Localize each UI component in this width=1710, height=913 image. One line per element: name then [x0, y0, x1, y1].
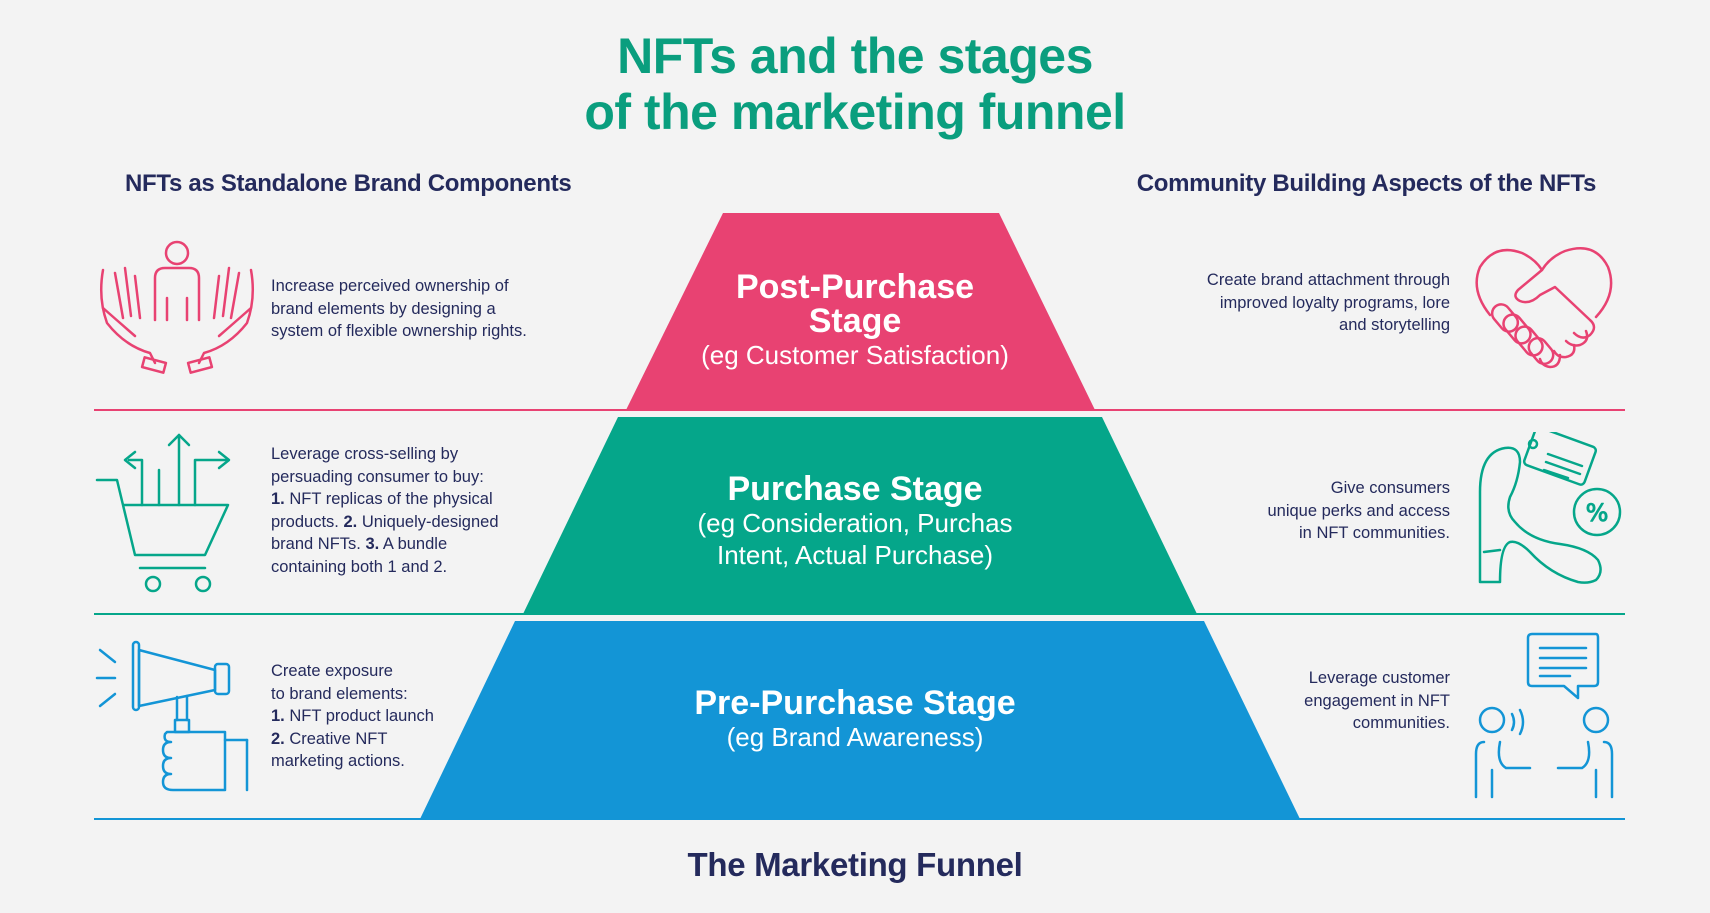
desc-line: engagement in NFT — [1304, 691, 1450, 710]
stage-name: Purchase Stage — [727, 470, 983, 508]
desc-line: 2. Creative NFT — [271, 728, 561, 751]
stage-name: Pre-Purchase Stage — [694, 684, 1016, 722]
desc-line: 1. NFT product launch — [271, 705, 561, 728]
list-number: 2. — [343, 512, 358, 531]
stage-name: Post-Purchase — [735, 268, 975, 306]
desc-line: products. 2. Uniquely-designed — [271, 511, 561, 534]
list-number: 3. — [365, 535, 380, 553]
desc-line: to brand elements: — [271, 684, 408, 703]
desc-text: products. — [271, 512, 344, 531]
hands-holding-person-icon — [99, 240, 255, 374]
people-chat-icon — [1474, 632, 1614, 799]
desc-line: persuading consumer to buy: — [271, 467, 484, 486]
post-purchase-trapezoid — [626, 213, 1095, 410]
desc-line: communities. — [1352, 714, 1450, 732]
list-number: 1. — [271, 707, 285, 725]
purchase-stage-label: Purchase Stage (eg Consideration, Purcha… — [0, 472, 1710, 570]
page-title: NFTs and the stages of the marketing fun… — [0, 28, 1710, 140]
pre-purchase-trapezoid — [420, 621, 1300, 819]
purchase-trapezoid — [523, 417, 1197, 614]
left-pre-description: Create exposure to brand elements: 1. NF… — [271, 660, 561, 773]
handshake-heart-icon — [1475, 247, 1613, 369]
stage-name-2: Stage — [808, 302, 902, 340]
desc-text: NFT product launch — [284, 707, 434, 725]
svg-text:%: % — [1586, 499, 1609, 527]
right-purchase-description: Give consumers unique perks and access i… — [1150, 477, 1450, 545]
title-line-1: NFTs and the stages — [617, 28, 1093, 84]
right-post-description: Create brand attachment through improved… — [1150, 269, 1450, 337]
pre-purchase-stage-label: Pre-Purchase Stage (eg Brand Awareness) — [0, 686, 1710, 752]
desc-line: improved loyalty programs, lore — [1219, 293, 1450, 312]
title-line-2: of the marketing funnel — [584, 84, 1126, 140]
desc-text: Creative NFT — [284, 729, 388, 748]
list-number: 1. — [271, 490, 285, 508]
desc-line: Create brand attachment through — [1206, 271, 1450, 289]
desc-line: marketing actions. — [271, 752, 405, 770]
stage-subtitle-2: Intent, Actual Purchase) — [716, 540, 994, 570]
stage-subtitle: (eg Customer Satisfaction) — [701, 340, 1009, 370]
desc-line: Create exposure — [271, 662, 393, 680]
desc-text: A bundle — [379, 535, 448, 553]
right-column-heading: Community Building Aspects of the NFTs — [1136, 170, 1597, 197]
desc-line: 1. NFT replicas of the physical — [271, 488, 561, 511]
desc-line: containing both 1 and 2. — [271, 557, 448, 576]
desc-line: system of flexible ownership rights. — [271, 322, 527, 340]
desc-line: and storytelling — [1339, 316, 1450, 334]
desc-text: NFT replicas of the physical — [284, 490, 493, 508]
desc-text: brand NFTs. — [271, 535, 366, 553]
desc-line: unique perks and access — [1267, 501, 1450, 520]
left-post-description: Increase perceived ownership of brand el… — [271, 275, 561, 343]
stage-subtitle: (eg Brand Awareness) — [726, 722, 984, 752]
stage-subtitle: (eg Consideration, Purchas — [697, 508, 1013, 538]
left-purchase-description: Leverage cross-selling by persuading con… — [271, 443, 561, 578]
funnel-caption: The Marketing Funnel — [687, 846, 1023, 883]
shopping-cart-arrows-icon — [95, 433, 231, 593]
desc-text: Uniquely-designed — [357, 512, 499, 531]
post-purchase-stage-label: Post-Purchase Stage (eg Customer Satisfa… — [0, 270, 1710, 370]
desc-line: Increase perceived ownership of — [271, 277, 509, 295]
megaphone-hand-icon — [95, 640, 249, 792]
shoe-discount-tag-icon: % — [1478, 432, 1622, 584]
desc-line: brand NFTs. 3. A bundle — [271, 533, 561, 556]
list-number: 2. — [271, 729, 285, 748]
right-pre-description: Leverage customer engagement in NFT comm… — [1150, 667, 1450, 735]
desc-line: in NFT communities. — [1299, 524, 1450, 542]
left-column-heading: NFTs as Standalone Brand Components — [125, 170, 572, 197]
desc-line: Leverage cross-selling by — [271, 445, 459, 463]
desc-line: Leverage customer — [1308, 669, 1450, 687]
desc-line: Give consumers — [1330, 479, 1450, 497]
desc-line: brand elements by designing a — [271, 299, 496, 318]
